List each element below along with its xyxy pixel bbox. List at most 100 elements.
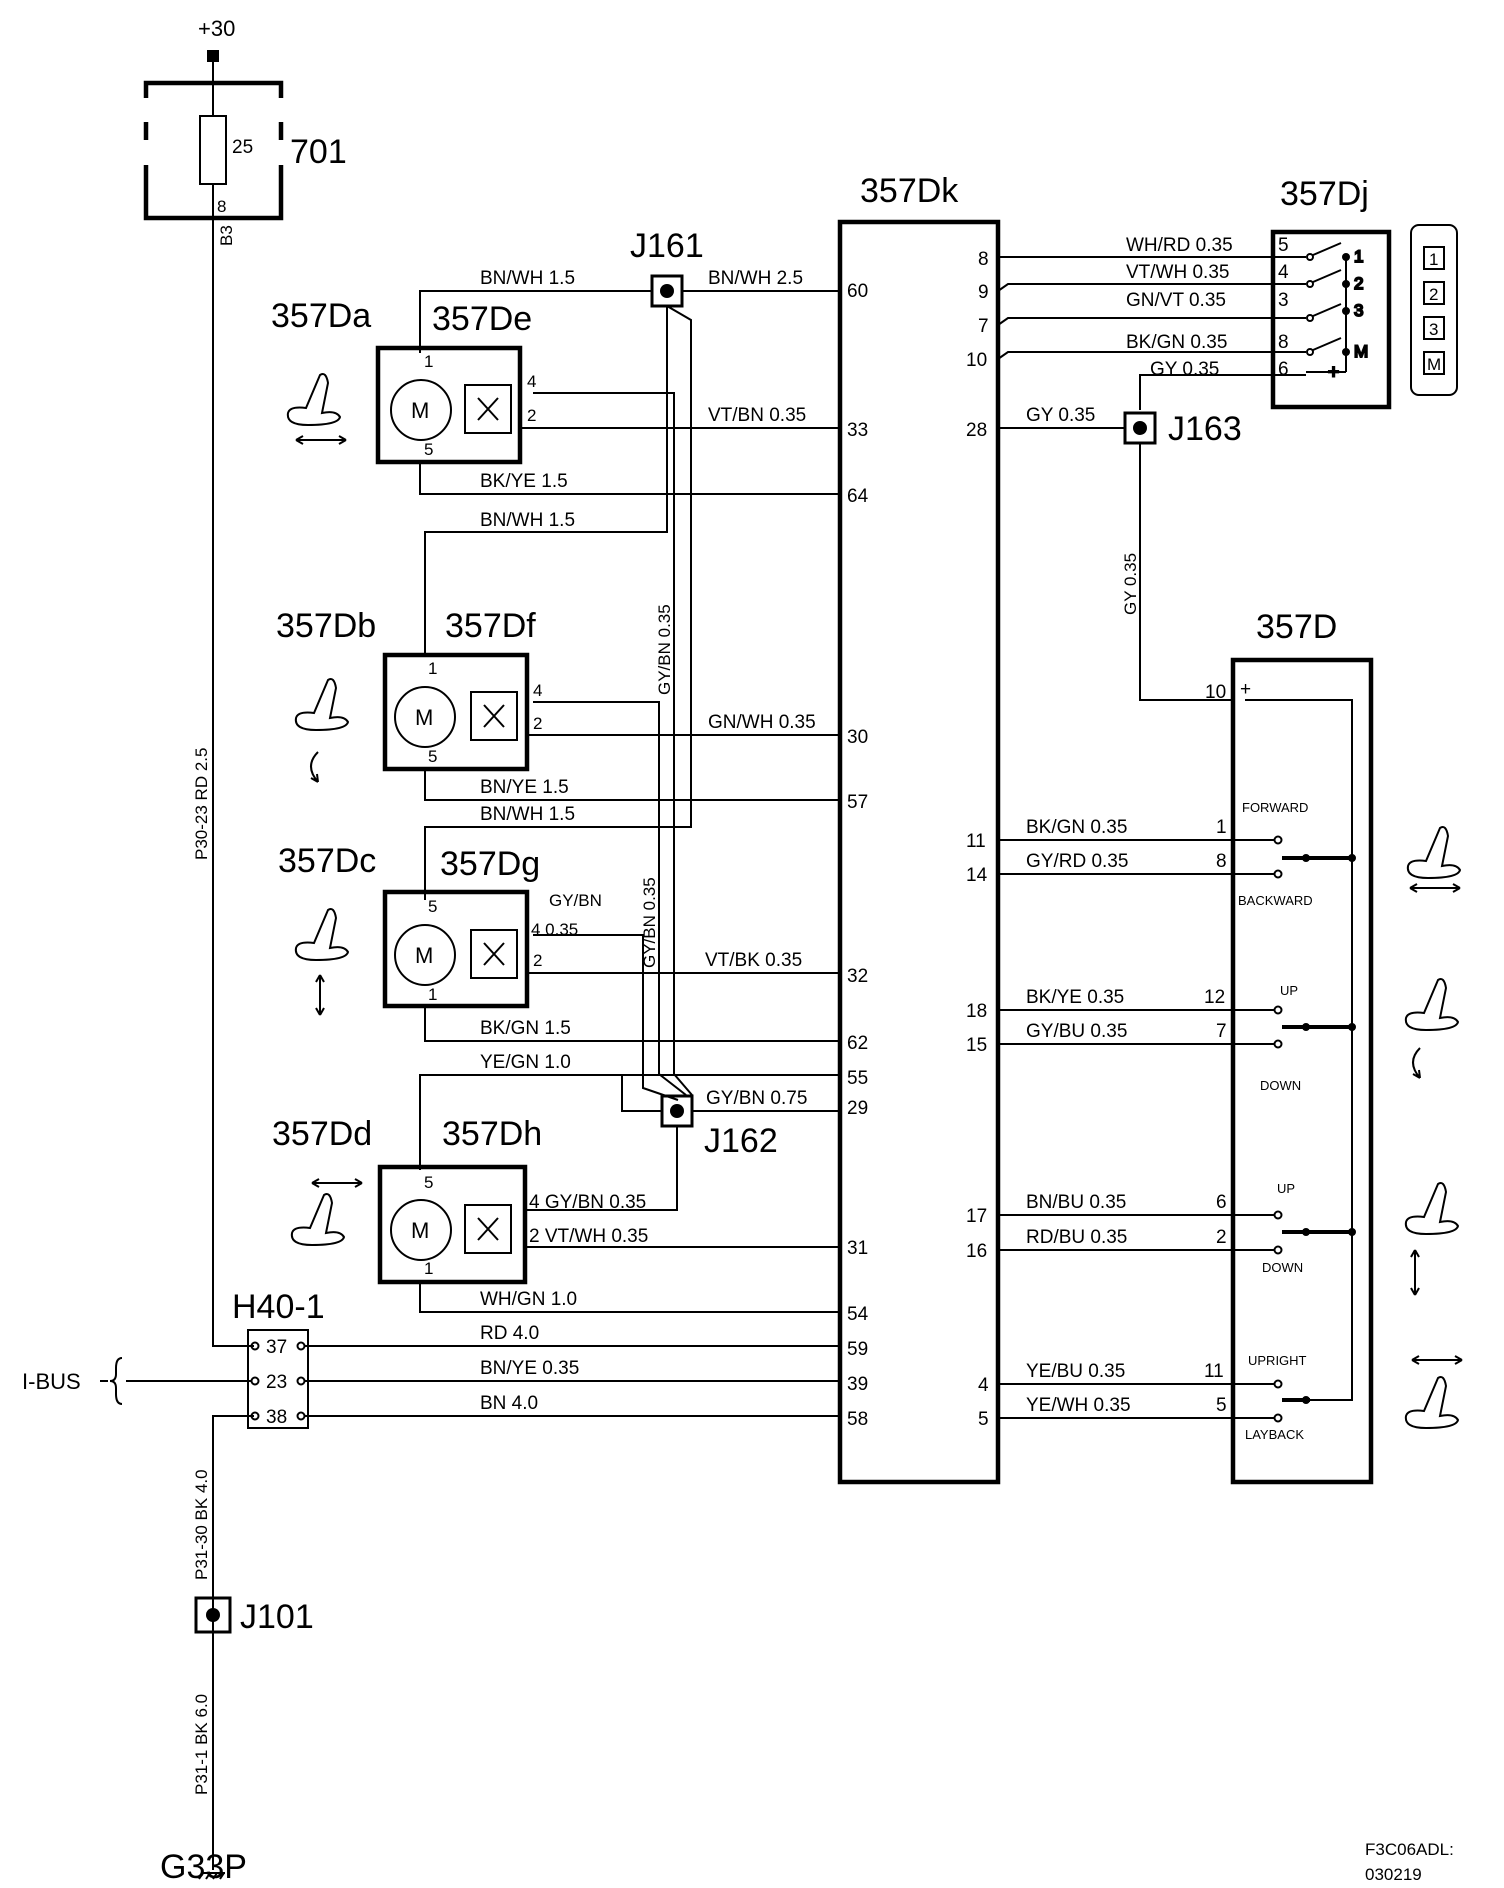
wire-bnwh-dc — [424, 305, 692, 900]
motor-357db-label: 357Db — [276, 607, 376, 645]
switch-wire-labels: BK/GN 0.35 GY/RD 0.35 BK/YE 0.35 GY/BU 0… — [1026, 817, 1131, 1416]
svg-text:1: 1 — [1216, 817, 1227, 838]
svg-text:WH/RD 0.35: WH/RD 0.35 — [1126, 235, 1233, 256]
dg-pin-b: 2 — [533, 951, 542, 970]
memory-button-m: M — [1427, 355, 1441, 374]
svg-text:18: 18 — [966, 1001, 987, 1022]
wire-label-bkgn: BK/GN 1.5 — [480, 1018, 571, 1039]
de-pin-b: 2 — [527, 406, 536, 425]
svg-text:62: 62 — [847, 1033, 868, 1054]
wire-gy-dj — [1139, 374, 1306, 410]
motor-357dd-label: 357Dd — [272, 1115, 372, 1153]
label-up-2: UP — [1277, 1181, 1295, 1196]
svg-text:32: 32 — [847, 966, 868, 987]
wire-bnye — [424, 769, 840, 801]
wire-yegn-dd — [419, 1074, 622, 1170]
power-label: +30 — [198, 16, 235, 41]
wire-label-vtbk: VT/BK 0.35 — [705, 950, 802, 971]
svg-text:5: 5 — [978, 1409, 989, 1430]
j162-dot — [670, 1104, 684, 1118]
svg-text:30: 30 — [847, 727, 868, 748]
label-down-2: DOWN — [1262, 1260, 1303, 1275]
svg-text:1: 1 — [1354, 247, 1363, 266]
d-common-bus — [1245, 699, 1353, 1401]
svg-text:3: 3 — [1278, 290, 1289, 311]
h40-pin-37: 37 — [266, 1337, 287, 1358]
svg-text:BK/YE 0.35: BK/YE 0.35 — [1026, 987, 1124, 1008]
connector-id: H40-1 — [232, 1288, 325, 1326]
dk-left-pins: 60 33 64 30 57 32 62 55 29 31 54 59 39 5… — [847, 281, 869, 1430]
memory-button-2: 2 — [1429, 285, 1438, 304]
svg-text:54: 54 — [847, 1304, 869, 1325]
svg-text:GY/RD 0.35: GY/RD 0.35 — [1026, 851, 1128, 872]
df-pin-b: 2 — [533, 714, 542, 733]
svg-text:YE/WH 0.35: YE/WH 0.35 — [1026, 1395, 1131, 1416]
da-bottom-pin: 5 — [424, 440, 433, 459]
svg-text:BK/GN 0.35: BK/GN 0.35 — [1126, 332, 1227, 353]
ground-label: G33P — [160, 1848, 247, 1886]
svg-text:3: 3 — [1354, 301, 1363, 320]
sensor-357dh-x — [477, 1217, 499, 1241]
svg-text:7: 7 — [1216, 1021, 1227, 1042]
dg-label-b: 4 0.35 — [531, 920, 578, 939]
module-357dj-label: 357Dj — [1280, 175, 1369, 213]
h40-pin-38: 38 — [266, 1407, 287, 1428]
svg-text:4: 4 — [978, 1375, 989, 1396]
motor-357dc-label: 357Dc — [278, 842, 376, 880]
sensor-357df-x — [483, 704, 505, 728]
svg-text:59: 59 — [847, 1339, 868, 1360]
svg-text:2: 2 — [1354, 274, 1363, 293]
motor-357db-m: M — [415, 705, 433, 730]
svg-text:4: 4 — [1278, 262, 1289, 283]
footer-date: 030219 — [1365, 1865, 1422, 1884]
module-357d — [1230, 657, 1374, 1485]
svg-text:60: 60 — [847, 281, 868, 302]
df-pin-a: 4 — [533, 681, 542, 700]
module-357dk — [837, 219, 1001, 1485]
wire-bkgn — [424, 1006, 840, 1042]
sensor-357df-label: 357Df — [445, 607, 536, 645]
svg-text:29: 29 — [847, 1098, 868, 1119]
svg-text:8: 8 — [1278, 332, 1289, 353]
db-bottom-pin: 5 — [428, 747, 437, 766]
sensor-357dh-label: 357Dh — [442, 1115, 542, 1153]
motor-357dd-box — [377, 1164, 528, 1285]
svg-text:7: 7 — [978, 316, 989, 337]
wire-label-bnye: BN/YE 0.35 — [480, 1358, 579, 1379]
seat-backrest-icon-right — [1404, 1355, 1463, 1430]
j162-label: J162 — [704, 1122, 778, 1160]
dd-top-pin: 5 — [424, 1173, 433, 1192]
svg-text:8: 8 — [978, 249, 989, 270]
j101-splice: J101 — [194, 1596, 314, 1636]
memory-buttons-panel: 1 2 3 M — [1410, 224, 1458, 396]
ibus-wire — [100, 1357, 251, 1405]
svg-text:16: 16 — [966, 1241, 987, 1262]
sensor-357de-box — [464, 384, 512, 434]
wire-label-whgn: WH/GN 1.0 — [480, 1289, 577, 1310]
dd-bottom-pin: 1 — [424, 1259, 433, 1278]
db-top-pin: 1 — [428, 659, 437, 678]
svg-text:12: 12 — [1204, 987, 1225, 1008]
switch-contacts — [1273, 835, 1356, 1423]
svg-text:BK/GN 0.35: BK/GN 0.35 — [1026, 817, 1127, 838]
wire-gybn-df — [533, 701, 687, 1096]
wire-label-bkye: BK/YE 1.5 — [480, 471, 568, 492]
wire-bkgn-dj — [997, 351, 1306, 360]
svg-text:YE/BU 0.35: YE/BU 0.35 — [1026, 1361, 1125, 1382]
fuse-pin: 8 — [217, 197, 226, 216]
ground-wire-label-1: P31-30 BK 4.0 — [192, 1469, 211, 1580]
svg-text:28: 28 — [966, 420, 987, 441]
wire-label-bnwh-dc: BN/WH 1.5 — [480, 804, 575, 825]
sensor-357de-x — [477, 397, 499, 421]
fuse-box-id: 701 — [290, 133, 347, 171]
svg-text:2: 2 — [1216, 1227, 1227, 1248]
motor-357da-label: 357Da — [271, 297, 371, 335]
svg-text:M: M — [1354, 342, 1368, 361]
svg-text:BN/BU 0.35: BN/BU 0.35 — [1026, 1192, 1126, 1213]
motor-357db-symbol — [394, 686, 456, 748]
wire-label-bnye15: BN/YE 1.5 — [480, 777, 569, 798]
svg-text:8: 8 — [1216, 851, 1227, 872]
svg-text:5: 5 — [1278, 235, 1289, 256]
seat-backrest-icon-left — [290, 1178, 363, 1247]
